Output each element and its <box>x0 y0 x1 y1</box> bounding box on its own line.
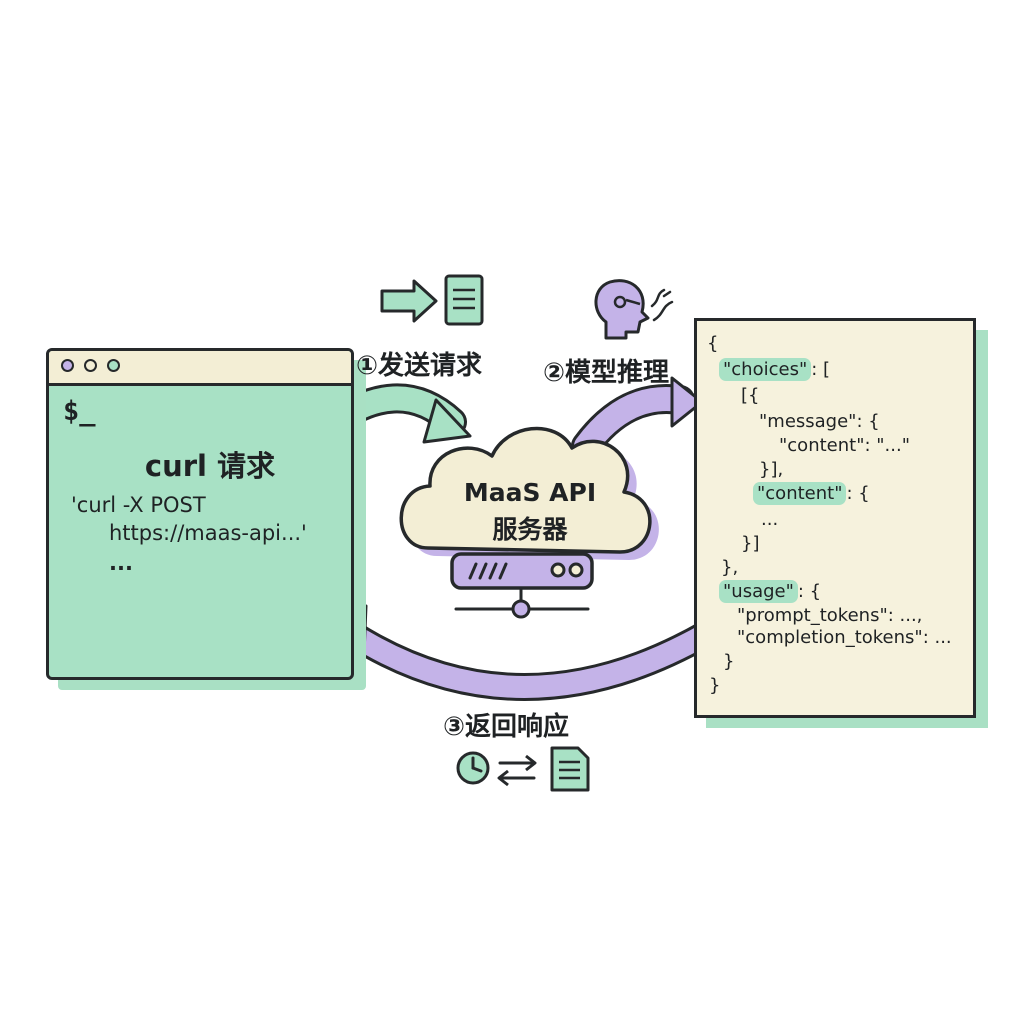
json-key-highlight: "content" <box>753 482 847 505</box>
json-line: "content": { <box>753 482 870 505</box>
cloud-icon <box>399 426 659 560</box>
step-label-response: ③返回响应 <box>443 712 570 742</box>
command-line: 'curl -X POST <box>71 493 206 517</box>
server-name: MaaS API <box>463 478 597 507</box>
server-name: 服务器 <box>492 515 568 544</box>
json-line: }], <box>759 459 784 480</box>
json-line: "content": "..." <box>779 435 910 456</box>
clock-icon <box>456 751 490 785</box>
terminal-title: curl 请求 <box>144 449 276 483</box>
step-label-send: ①发送请求 <box>356 351 483 381</box>
json-key-highlight: "usage" <box>719 580 798 603</box>
json-line: "message": { <box>759 411 880 432</box>
step-label-inference: ②模型推理 <box>543 358 670 388</box>
json-line: } <box>723 651 735 672</box>
window-dot-icon <box>84 359 97 372</box>
inference-arrow <box>571 376 704 461</box>
json-line: { <box>707 333 719 354</box>
command-line: https://maas-api...' <box>109 521 307 545</box>
swap-arrows-icon <box>497 754 537 787</box>
server-icon <box>450 552 594 619</box>
command-line: ... <box>109 551 133 575</box>
json-line: "choices": [ <box>719 358 830 381</box>
json-key-highlight: "choices" <box>719 358 812 381</box>
window-dot-icon <box>61 359 74 372</box>
arrow-right-icon <box>380 279 438 323</box>
json-line: }] <box>741 533 760 554</box>
response-arrow <box>328 604 720 701</box>
terminal-window: $_ curl 请求 'curl -X POST https://maas-ap… <box>46 348 354 680</box>
terminal-prompt: $_ <box>63 396 96 427</box>
terminal-titlebar <box>49 351 351 386</box>
json-line: "usage": { <box>719 580 821 603</box>
document-icon <box>550 746 590 792</box>
json-line: "prompt_tokens": ..., <box>737 605 923 626</box>
window-dot-icon <box>107 359 120 372</box>
json-line: "completion_tokens": ... <box>737 627 952 648</box>
json-line: }, <box>721 557 739 578</box>
document-icon <box>444 274 484 326</box>
json-line: ... <box>761 509 779 530</box>
head-thinking-icon <box>594 279 674 340</box>
response-document: { "choices": [ [{ "message": { "content"… <box>694 318 976 718</box>
json-line: [{ <box>741 385 760 406</box>
json-line: } <box>709 675 721 696</box>
